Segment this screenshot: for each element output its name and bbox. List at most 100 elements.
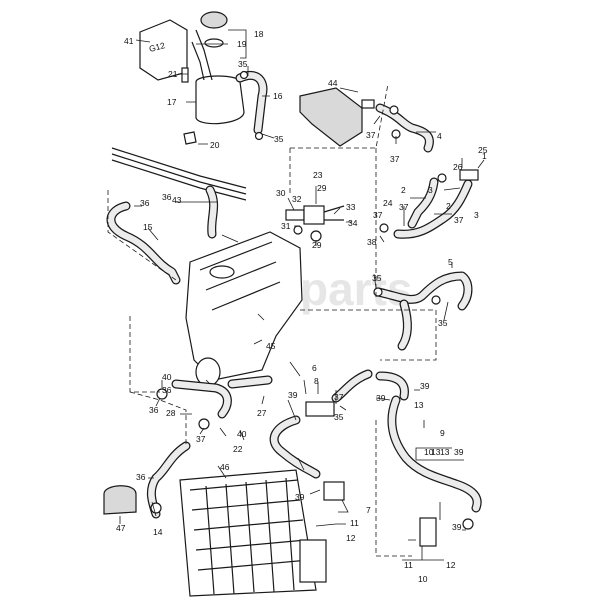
- radiator-46: [179, 469, 327, 597]
- callout-4: 4: [437, 131, 442, 141]
- callout-32: 32: [292, 194, 302, 204]
- coolant-flange-assembly: [299, 87, 434, 153]
- additional-pump-47: [103, 485, 137, 515]
- hose-clamp: [389, 105, 399, 115]
- heater-pipe-bundle: [111, 147, 247, 239]
- cap-seal-ring: [204, 38, 224, 48]
- callout-14: 14: [153, 527, 163, 537]
- o-ring-31: [293, 225, 303, 235]
- callout-33: 33: [346, 202, 356, 212]
- callout-39: 39: [454, 447, 464, 457]
- callout-28: 28: [166, 408, 176, 418]
- callout-labels: 1 2 2 3 4 5 6 7 8 9 10 10 11 11 12 12 13…: [116, 29, 488, 584]
- callout-37: 37: [373, 210, 383, 220]
- callout-31: 31: [281, 221, 291, 231]
- callout-17: 17: [167, 97, 177, 107]
- callout-25: 25: [478, 145, 488, 155]
- callout-13: 13: [414, 400, 424, 410]
- pipe-joint: [303, 205, 325, 225]
- callout-35: 35: [372, 273, 382, 283]
- callout-39: 39: [288, 390, 298, 400]
- assembly-dashed-lines: [107, 83, 437, 557]
- hose-clamp: [431, 295, 441, 305]
- callout-35: 35: [274, 134, 284, 144]
- callout-37: 37: [390, 154, 400, 164]
- callout-3: 3: [428, 185, 433, 195]
- callout-2: 2: [401, 185, 406, 195]
- callout-30: 30: [276, 188, 286, 198]
- hose-clamp: [462, 518, 474, 530]
- callout-12: 12: [446, 560, 456, 570]
- clip-37: [198, 418, 210, 430]
- hose-clamp: [254, 131, 264, 141]
- callout-44: 44: [328, 78, 338, 88]
- callout-1: 1: [482, 151, 487, 161]
- coolant-pipe-22: [156, 375, 273, 430]
- clip-36: [156, 388, 168, 400]
- callout-10: 10: [418, 574, 428, 584]
- tank-bracket-clip: [183, 131, 197, 145]
- lower-hoses: [269, 369, 482, 547]
- callout-35: 35: [438, 318, 448, 328]
- radiator-tank: [299, 539, 327, 583]
- expansion-tank-assembly: G12: [139, 11, 268, 145]
- connector-26: [459, 169, 479, 181]
- callout-22: 22: [233, 444, 243, 454]
- hose-clamp: [373, 287, 383, 297]
- callout-39: 39: [376, 393, 386, 403]
- callout-37: 37: [399, 202, 409, 212]
- callout-21: 21: [168, 69, 178, 79]
- callout-3: 3: [474, 210, 479, 220]
- flange-outlet: [361, 99, 375, 109]
- level-sensor-wire-2: [191, 41, 205, 81]
- callout-6: 6: [312, 363, 317, 373]
- callout-46: 46: [220, 462, 230, 472]
- callout-19: 19: [237, 39, 247, 49]
- callout-36: 36: [140, 198, 150, 208]
- callout-43: 43: [172, 195, 182, 205]
- callout-15: 15: [143, 222, 153, 232]
- callout-36: 36: [149, 405, 159, 415]
- callout-40: 40: [162, 372, 172, 382]
- callout-20: 20: [210, 140, 220, 150]
- callout-16: 16: [273, 91, 283, 101]
- callout-13: 13: [431, 447, 441, 457]
- callout-40: 40: [237, 429, 247, 439]
- callout-10: 10: [424, 447, 434, 457]
- coolant-bottle-label: G12: [148, 40, 166, 54]
- callout-37: 37: [196, 434, 206, 444]
- level-sensor-wire: [195, 29, 213, 81]
- callout-23: 23: [313, 170, 323, 180]
- reservoir-cap: [200, 11, 228, 29]
- hose-clamp: [379, 223, 389, 233]
- callout-45: 45: [266, 341, 276, 351]
- callout-34: 34: [348, 218, 358, 228]
- connecting-pipe-8: [305, 401, 335, 417]
- leader-lines: [119, 29, 485, 561]
- callout-12: 12: [346, 533, 356, 543]
- callout-27: 27: [257, 408, 267, 418]
- callout-35: 35: [334, 412, 344, 422]
- connector-30: [285, 209, 305, 221]
- level-sensor: [181, 67, 189, 83]
- callout-29: 29: [312, 240, 322, 250]
- callout-36: 36: [162, 385, 172, 395]
- connection-piece-7: [323, 481, 345, 501]
- callout-36: 36: [162, 192, 172, 202]
- callout-37: 37: [334, 392, 344, 402]
- coolant-pipe-connector-group: [285, 205, 345, 242]
- callout-7: 7: [366, 505, 371, 515]
- callout-29: 29: [317, 183, 327, 193]
- callout-18: 18: [254, 29, 264, 39]
- hose-clamp: [239, 70, 249, 80]
- callout-37: 37: [454, 215, 464, 225]
- callout-13: 13: [440, 447, 450, 457]
- callout-9: 9: [440, 428, 445, 438]
- callout-39: 39: [295, 492, 305, 502]
- callout-41: 41: [124, 36, 134, 46]
- hose-clamp: [150, 502, 162, 514]
- expansion-tank: [195, 75, 245, 125]
- hose-15: [106, 201, 181, 285]
- callout-35: 35: [238, 59, 248, 69]
